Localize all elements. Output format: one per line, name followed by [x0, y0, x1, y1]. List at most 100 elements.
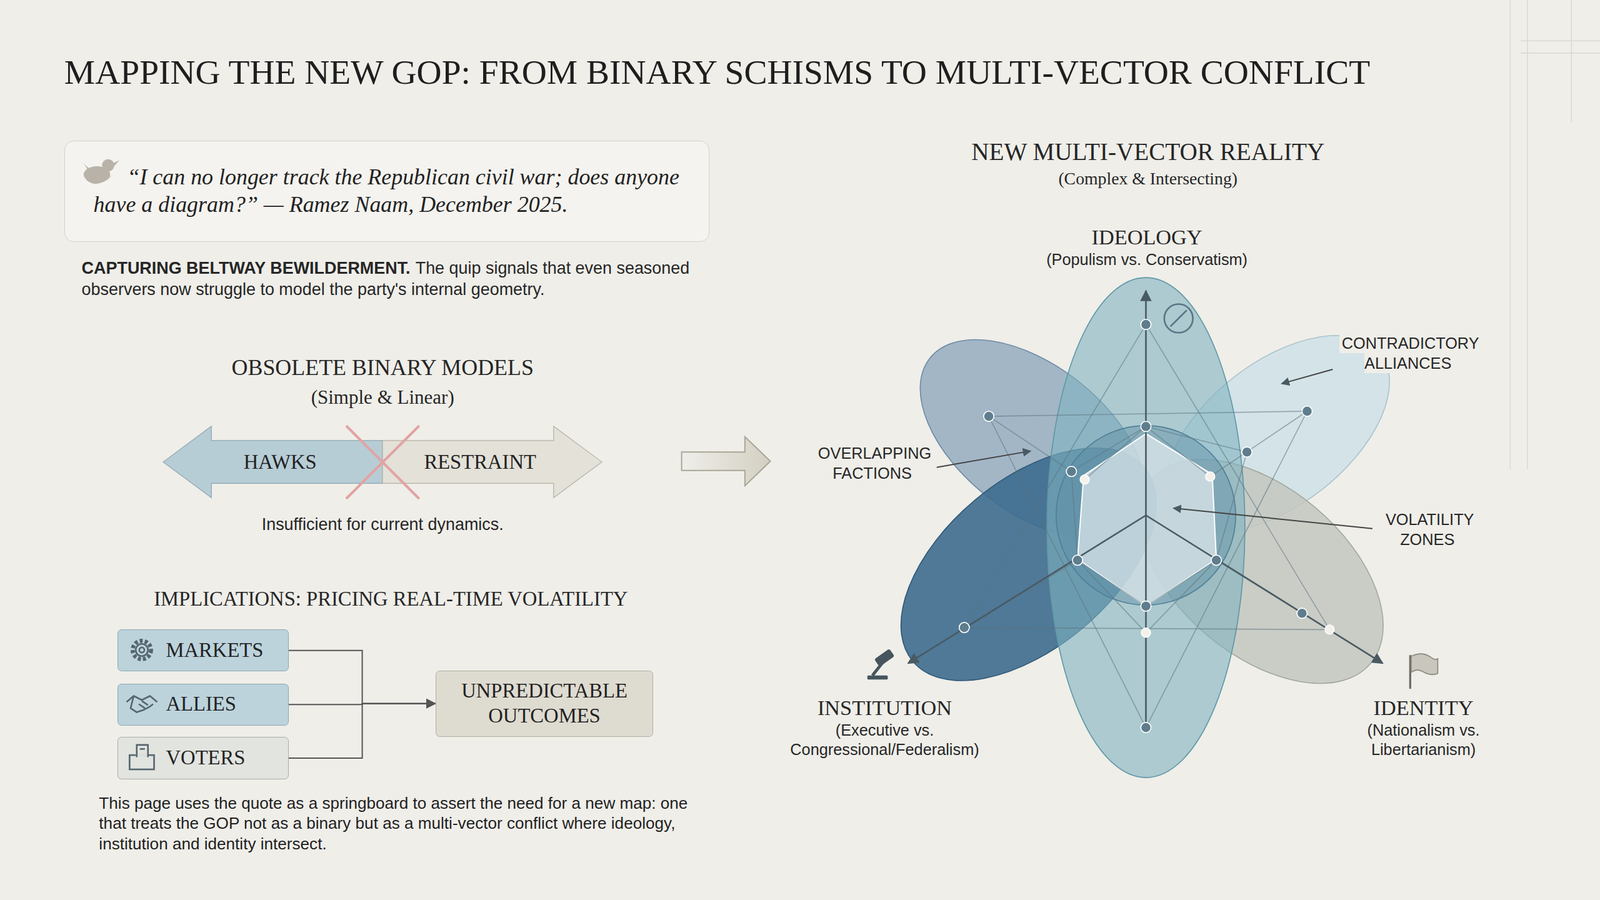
drawing-part [908, 515, 1146, 664]
label-holder: INSTITUTION [767, 695, 1003, 721]
network-dot [1141, 628, 1151, 638]
section-heading: IMPLICATIONS: PRICING REAL-TIME VOLATILI… [153, 587, 628, 610]
corner-grid [1510, 0, 1600, 470]
label-holder: OVERLAPPING FACTIONS [806, 443, 940, 484]
box-label: RESTRAINT [423, 450, 537, 475]
label-holder: (Populism vs. Conservatism) [983, 250, 1310, 270]
label-holder: VOLATILITY ZONES [1367, 510, 1490, 550]
drawing-part [1281, 369, 1334, 384]
network-dot [1140, 601, 1151, 612]
gavel-icon [867, 648, 895, 680]
axis-subtitle: (Nationalism vs. Libertarianism) [1367, 721, 1480, 759]
arrow-shape [382, 426, 602, 498]
drawing-part [1164, 304, 1194, 334]
binary-arrow: HAWKS [163, 426, 383, 498]
factor-box: MARKETS [117, 629, 289, 672]
drawing-part [1570, 0, 1572, 123]
drawing-part [1526, 0, 1529, 470]
drawing-part [936, 451, 1031, 468]
section-subtitle: (Complex & Intersecting) [1058, 168, 1238, 189]
network-dot [1140, 421, 1151, 432]
box-label: ALLIES [165, 691, 236, 717]
drawing-part [872, 661, 884, 676]
flag-icon [1410, 653, 1438, 689]
label-holder: IDENTITY [1326, 695, 1520, 721]
drawing-part [988, 411, 1307, 728]
label-holder: CAPTURING BELTWAY BEWILDERMENT.The quip … [81, 258, 715, 300]
drawing-part [1173, 508, 1373, 529]
drawing-part [1077, 433, 1217, 607]
label-holder: (Executive vs. Congressional/Federalism) [772, 720, 997, 760]
page-caption: This page uses the quote as a springboar… [98, 793, 712, 855]
network-dot [1301, 406, 1312, 417]
box-label: MARKETS [165, 638, 264, 664]
compass-icon [1164, 304, 1194, 334]
label-holder: OBSOLETE BINARY MODELS [168, 354, 597, 382]
network-nodes [959, 319, 1335, 733]
drawing-part [1145, 515, 1147, 728]
axis-label: IDENTITY [1373, 695, 1474, 720]
merge-connector [288, 703, 435, 759]
quote-text: “I can no longer track the Republican ci… [93, 163, 683, 219]
label-holder: Insufficient for current dynamics. [198, 514, 567, 536]
network-dot [1066, 466, 1077, 477]
drawing-part [867, 675, 889, 680]
label-holder: (Nationalism vs. Libertarianism) [1341, 720, 1505, 760]
label-holder: CONTRADICTORY ALLIANCES [1332, 333, 1486, 374]
network-dot [1241, 446, 1252, 457]
drawing-part [1046, 277, 1245, 778]
page-title: MAPPING THE NEW GOP: FROM BINARY SCHISMS… [64, 51, 1370, 94]
network-dot [1140, 722, 1151, 733]
axis-subtitle: (Executive vs. Congressional/Federalism) [790, 721, 979, 759]
drawing-part [1520, 40, 1600, 42]
network-dot [1140, 319, 1151, 330]
callout-label: OVERLAPPING FACTIONS [815, 443, 932, 484]
factor-box: ALLIES [117, 683, 289, 726]
callout-label: VOLATILITY ZONES [1383, 509, 1475, 550]
network-dot [1080, 475, 1090, 485]
callout-label: CONTRADICTORY ALLIANCES [1339, 333, 1480, 374]
box-label: UNPREDICTABLE OUTCOMES [446, 678, 642, 729]
network-dot [959, 622, 970, 633]
note-text: Insufficient for current dynamics. [261, 515, 504, 534]
box-label: VOTERS [165, 745, 245, 771]
drawing-part [1411, 653, 1438, 675]
drawing-part [964, 560, 1302, 628]
note-heading: CAPTURING BELTWAY BEWILDERMENT. [81, 258, 411, 278]
drawing-part [1510, 0, 1512, 470]
axis-label: IDEOLOGY [1091, 225, 1203, 249]
merge-connector [288, 650, 435, 704]
axis-subtitle: (Populism vs. Conservatism) [1046, 250, 1248, 269]
label-holder: (Complex & Intersecting) [954, 168, 1342, 189]
drawing-part [874, 648, 895, 667]
network-dot [1296, 608, 1307, 619]
network-dot [1205, 471, 1215, 482]
network-dot [983, 411, 994, 422]
drawing-part [1145, 515, 1383, 664]
box-label: HAWKS [243, 450, 317, 475]
callout-leaders [936, 369, 1373, 529]
network-dot [1072, 555, 1083, 565]
label-holder: (Simple & Linear) [219, 385, 546, 409]
network-dot [1325, 625, 1335, 635]
axis-label: INSTITUTION [817, 695, 952, 720]
arrow-shape [163, 426, 383, 498]
transition-arrow [681, 436, 771, 486]
drawing-part [1071, 426, 1247, 633]
binary-arrow: RESTRAINT [382, 426, 602, 498]
drawing-part [1520, 52, 1600, 54]
section-heading: NEW MULTI-VECTOR REALITY [971, 138, 1325, 165]
factor-box: VOTERS [117, 736, 289, 780]
label-holder: NEW MULTI-VECTOR REALITY [882, 136, 1414, 167]
quote-card: “I can no longer track the Republican ci… [64, 140, 710, 242]
section-heading: OBSOLETE BINARY MODELS [231, 355, 534, 380]
network-lines [964, 324, 1330, 728]
section-subtitle: (Simple & Linear) [311, 386, 455, 409]
drawing-part [988, 411, 1307, 477]
network-dot [1211, 555, 1222, 565]
drawing-part [1170, 310, 1187, 327]
label-holder: IDEOLOGY [1024, 224, 1270, 250]
label-holder: IMPLICATIONS: PRICING REAL-TIME VOLATILI… [85, 586, 698, 612]
outcome-box: UNPREDICTABLE OUTCOMES [435, 670, 654, 737]
